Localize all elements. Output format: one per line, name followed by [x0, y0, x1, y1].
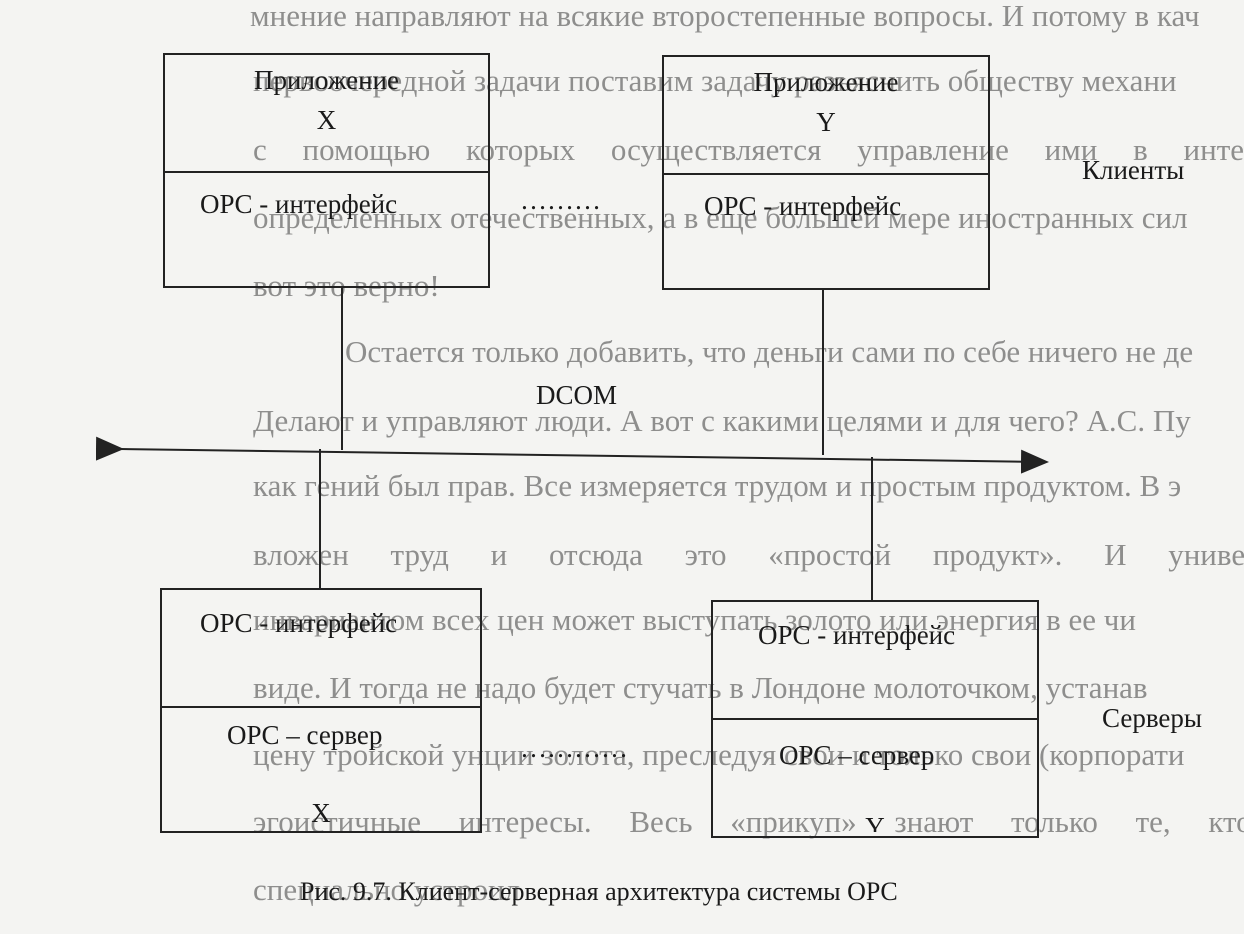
- servers-label: Серверы: [1102, 703, 1203, 733]
- clients-label: Клиенты: [1082, 155, 1185, 185]
- dcom-bus-label: DCOM: [536, 380, 618, 410]
- server-x-box: OPC - интерфейс OPC – сервер X: [160, 588, 482, 833]
- server-y-server: OPC – сервер: [779, 740, 935, 770]
- clients-ellipsis: ………: [520, 185, 601, 215]
- server-y-box: OPC - интерфейс OPC – сервер Y: [711, 600, 1039, 838]
- client-app-x-box: Приложение X OPC - интерфейс: [163, 53, 490, 288]
- server-x-letter: X: [311, 798, 331, 824]
- client-app-x-title: Приложение: [254, 65, 399, 95]
- server-y-letter: Y: [865, 812, 885, 832]
- server-x-server: OPC – сервер: [227, 720, 383, 750]
- client-app-y-title: Приложение: [753, 67, 899, 97]
- client-app-y-interface: OPC - интерфейс: [704, 191, 902, 221]
- server-x-interface: OPC - интерфейс: [200, 608, 398, 638]
- figure-caption: Рис. 9.7. Клиент-серверная архитектура с…: [300, 877, 898, 906]
- client-app-x-letter: X: [316, 105, 337, 135]
- servers-ellipsis: …………: [520, 733, 628, 763]
- client-app-y-letter: Y: [816, 107, 836, 137]
- server-y-interface: OPC - интерфейс: [758, 620, 956, 650]
- client-app-x-interface: OPC - интерфейс: [200, 189, 398, 219]
- client-app-y-box: Приложение Y OPC - интерфейс: [662, 55, 990, 290]
- dcom-bus-line: [95, 436, 1049, 474]
